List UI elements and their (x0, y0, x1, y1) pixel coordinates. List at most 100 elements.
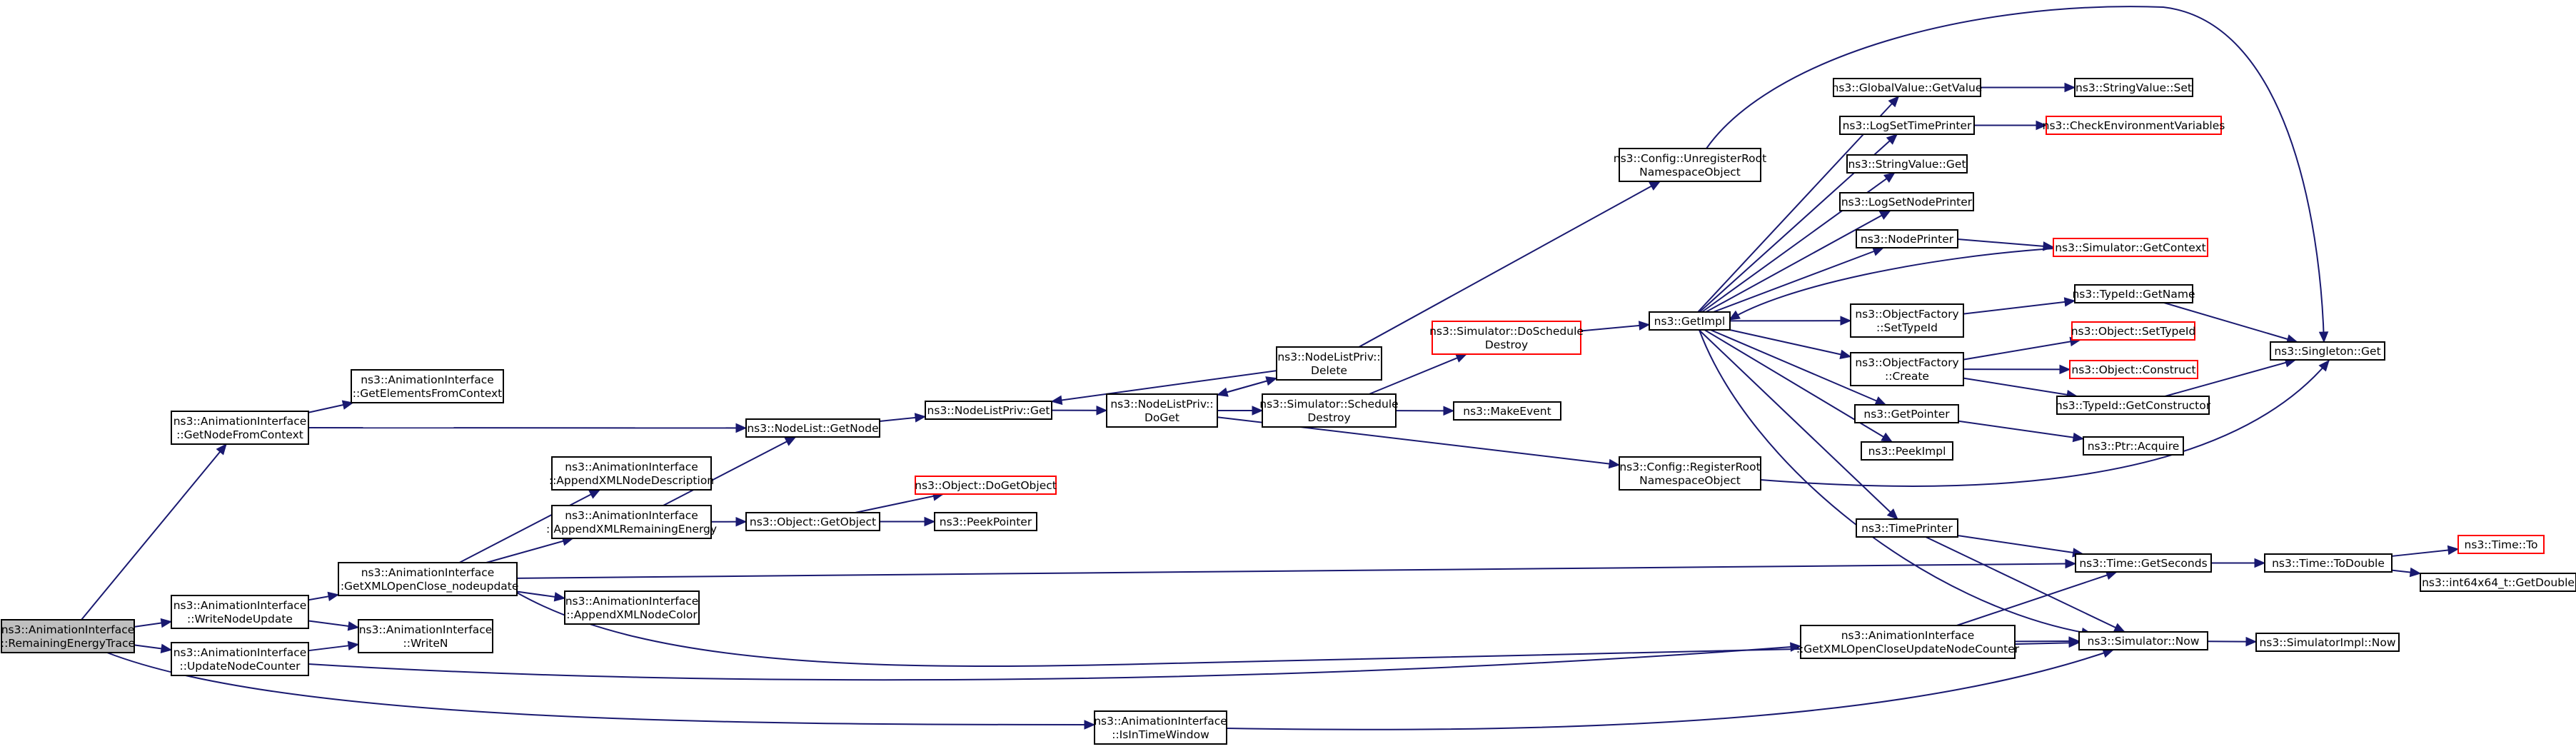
edge-timePrinter-to-timeGetSeconds (1957, 535, 2083, 555)
node-nodeListPrivDoGet[interactable]: ns3::NodeListPriv::DoGet (1106, 393, 1218, 428)
node-box-simulatorDoScheduleDestroy (1432, 321, 1581, 355)
node-getImpl[interactable]: ns3::GetImpl (1649, 311, 1731, 331)
edge-timeToDouble-to-timeTo (2391, 548, 2459, 557)
edge-root-to-updateNodeCounter-head (160, 643, 173, 654)
node-singletonGet[interactable]: ns3::Singleton::Get (2270, 341, 2385, 361)
node-label-appendXMLRemainingEnergy: ::AppendXMLRemainingEnergy (546, 523, 717, 536)
node-updateNodeCounter[interactable]: ns3::AnimationInterface::UpdateNodeCount… (171, 642, 309, 676)
node-label-simulatorGetContext: ns3::Simulator::GetContext (2055, 241, 2206, 254)
node-timeToDouble[interactable]: ns3::Time::ToDouble (2264, 553, 2393, 573)
node-root[interactable]: ns3::AnimationInterface::RemainingEnergy… (1, 619, 135, 653)
node-simulatorNow[interactable]: ns3::Simulator::Now (2078, 631, 2208, 650)
node-box-stringValueSet (2074, 78, 2193, 97)
edge-getImpl-to-logSetNodePrinter-head (1878, 210, 1891, 220)
node-box-getImpl (1649, 311, 1731, 331)
edge-simulatorScheduleDestroy-to-simulatorDoScheduleDestroy-head (1454, 353, 1468, 363)
node-label-getPointer: ns3::GetPointer (1863, 408, 1950, 421)
node-objectDoGetObject[interactable]: ns3::Object::DoGetObject (915, 476, 1057, 495)
node-timeGetSeconds[interactable]: ns3::Time::GetSeconds (2075, 553, 2212, 573)
edge-appendXMLRemainingEnergy-to-nodeListGetNode (663, 436, 796, 506)
edge-getImpl-to-simulatorNow (1699, 329, 2093, 635)
node-ptrAcquire[interactable]: ns3::Ptr::Acquire (2083, 436, 2184, 456)
node-label-timeToDouble: ns3::Time::ToDouble (2272, 557, 2385, 570)
node-getXMLOpenCloseUpdateNodeCounter[interactable]: ns3::AnimationInterface::GetXMLOpenClose… (1796, 625, 2020, 659)
node-label-logSetTimePrinter: ns3::LogSetTimePrinter (1843, 119, 1972, 132)
edge-getImpl-to-peekImpl-head (1881, 432, 1893, 443)
node-stringValueSet[interactable]: ns3::StringValue::Set (2074, 78, 2193, 97)
node-stringValueGet[interactable]: ns3::StringValue::Get (1846, 154, 1968, 174)
node-box-configRegisterRoot (1619, 456, 1761, 491)
node-box-nodePrinter (1856, 229, 1958, 248)
edge-root-to-getNodeFromContext-head (216, 443, 227, 456)
edge-getXMLOpenCloseNodeupdate-to-appendXMLNodeDescription (458, 489, 600, 563)
edge-nodePrinter-to-simulatorGetContext-head (2042, 241, 2055, 251)
node-objectConstruct[interactable]: ns3::Object::Construct (2069, 360, 2198, 379)
node-label-appendXMLRemainingEnergy: ns3::AnimationInterface (565, 509, 698, 522)
node-label-makeEvent: ns3::MakeEvent (1463, 405, 1551, 418)
node-layer: ns3::AnimationInterface::RemainingEnergy… (1, 78, 2576, 745)
node-label-simulatorImplNow: ns3::SimulatorImpl::Now (2259, 636, 2395, 649)
edge-nodeListPrivDelete-to-configUnregisterRoot-head (1649, 181, 1661, 191)
node-label-writeN: ::WriteN (403, 637, 448, 650)
edge-nodeListPrivGet-to-nodeListPrivDoGet-head (1096, 406, 1108, 416)
node-label-nodeListPrivDoGet: ns3::NodeListPriv:: (1110, 398, 1213, 411)
node-simulatorImplNow[interactable]: ns3::SimulatorImpl::Now (2255, 633, 2400, 652)
node-int64GetDouble[interactable]: ns3::int64x64_t::GetDouble (2420, 573, 2576, 592)
node-objectSetTypeId[interactable]: ns3::Object::SetTypeId (2071, 321, 2196, 341)
node-peekImpl[interactable]: ns3::PeekImpl (1861, 441, 1953, 461)
node-getPointer[interactable]: ns3::GetPointer (1854, 404, 1959, 423)
node-nodeListGetNode[interactable]: ns3::NodeList::GetNode (745, 418, 880, 438)
node-getElementsFromContext[interactable]: ns3::AnimationInterface::GetElementsFrom… (351, 369, 504, 403)
node-objectFactorySetTypeId[interactable]: ns3::ObjectFactory::SetTypeId (1850, 303, 1964, 338)
node-nodeListPrivDelete[interactable]: ns3::NodeListPriv::Delete (1276, 346, 1382, 381)
node-typeIdGetConstructor[interactable]: ns3::TypeId::GetConstructor (2056, 396, 2211, 415)
node-objectFactoryCreate[interactable]: ns3::ObjectFactory::Create (1850, 352, 1964, 386)
edge-getXMLOpenCloseNodeupdate-to-timeGetSeconds (516, 563, 2076, 579)
node-box-singletonGet (2270, 341, 2385, 361)
node-peekPointer[interactable]: ns3::PeekPointer (934, 512, 1037, 531)
edge-simulatorScheduleDestroy-to-simulatorDoScheduleDestroy (1369, 353, 1467, 395)
node-timeTo[interactable]: ns3::Time::To (2457, 535, 2545, 554)
node-nodeListPrivGet[interactable]: ns3::NodeListPriv::Get (925, 401, 1052, 420)
node-getXMLOpenCloseNodeupdate[interactable]: ns3::AnimationInterface::GetXMLOpenClose… (337, 562, 519, 596)
node-box-simulatorScheduleDestroy (1262, 393, 1397, 428)
node-logSetNodePrinter[interactable]: ns3::LogSetNodePrinter (1839, 192, 1974, 211)
node-box-getXMLOpenCloseUpdateNodeCounter (1800, 625, 2016, 659)
node-globalValueGetValue[interactable]: ns3::GlobalValue::GetValue (1832, 78, 1983, 97)
edge-getPointer-to-ptrAcquire (1958, 420, 2084, 440)
node-label-updateNodeCounter: ::UpdateNodeCounter (180, 660, 301, 673)
edge-typeIdGetConstructor-to-singletonGet (2165, 359, 2296, 397)
node-label-objectFactorySetTypeId: ns3::ObjectFactory (1855, 308, 1958, 321)
node-writeN[interactable]: ns3::AnimationInterface::WriteN (358, 619, 493, 653)
node-checkEnvironmentVariables[interactable]: ns3::CheckEnvironmentVariables (2043, 116, 2225, 135)
node-appendXMLRemainingEnergy[interactable]: ns3::AnimationInterface::AppendXMLRemain… (546, 505, 717, 539)
node-appendXMLNodeDescription[interactable]: ns3::AnimationInterface::AppendXMLNodeDe… (549, 456, 714, 491)
node-timePrinter[interactable]: ns3::TimePrinter (1856, 518, 1958, 538)
edge-objectFactorySetTypeId-to-typeIdGetName (1963, 300, 2076, 315)
node-label-appendXMLNodeColor: ns3::AnimationInterface (565, 595, 699, 608)
edge-typeIdGetName-to-singletonGet (2163, 302, 2298, 343)
edge-root-to-writeNodeUpdate-head (160, 618, 173, 628)
node-writeNodeUpdate[interactable]: ns3::AnimationInterface::WriteNodeUpdate (171, 595, 309, 629)
node-label-getXMLOpenCloseNodeupdate: ns3::AnimationInterface (361, 566, 495, 579)
edge-objectFactoryCreate-to-typeIdGetConstructor (1963, 377, 2078, 397)
edge-getImpl-to-objectFactoryCreate-head (1839, 349, 1852, 359)
node-logSetTimePrinter[interactable]: ns3::LogSetTimePrinter (1839, 116, 1975, 135)
node-label-appendXMLNodeColor: ::AppendXMLNodeColor (566, 608, 698, 621)
node-appendXMLNodeColor[interactable]: ns3::AnimationInterface::AppendXMLNodeCo… (564, 590, 700, 625)
node-box-nodeListGetNode (745, 418, 880, 438)
node-getNodeFromContext[interactable]: ns3::AnimationInterface::GetNodeFromCont… (171, 411, 309, 445)
edge-simulatorScheduleDestroy-to-makeEvent-head (1443, 406, 1455, 416)
node-label-timeTo: ns3::Time::To (2465, 538, 2538, 551)
node-configUnregisterRoot[interactable]: ns3::Config::UnregisterRootNamespaceObje… (1614, 148, 1766, 182)
node-makeEvent[interactable]: ns3::MakeEvent (1453, 401, 1561, 421)
node-nodePrinter[interactable]: ns3::NodePrinter (1856, 229, 1958, 248)
edge-getImpl-to-nodePrinter-head (1871, 246, 1885, 256)
node-objectGetObject[interactable]: ns3::Object::GetObject (745, 512, 880, 531)
node-isInTimeWindow[interactable]: ns3::AnimationInterface::IsInTimeWindow (1094, 710, 1227, 745)
node-simulatorGetContext[interactable]: ns3::Simulator::GetContext (2053, 238, 2208, 257)
node-typeIdGetName[interactable]: ns3::TypeId::GetName (2072, 284, 2195, 303)
